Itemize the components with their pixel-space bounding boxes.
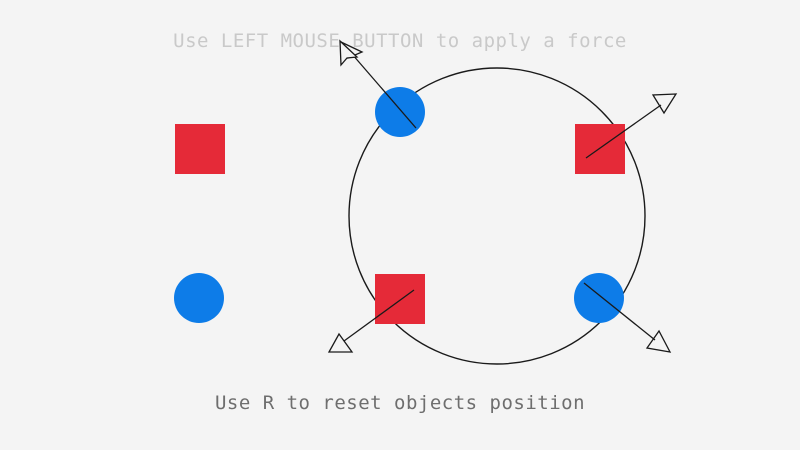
circle-free-left[interactable] xyxy=(174,273,224,323)
force-circle-ring-bottomright xyxy=(583,282,672,353)
hint-reset-objects: Use R to reset objects position xyxy=(214,392,586,414)
square-ring-right[interactable] xyxy=(575,124,625,174)
constraint-circle xyxy=(348,67,646,365)
hint-apply-force: Use LEFT MOUSE BUTTON to apply a force xyxy=(173,30,627,52)
square-ring-bottom[interactable] xyxy=(375,274,425,324)
force-square-ring-right xyxy=(585,93,678,159)
mouse-cursor-icon xyxy=(339,39,359,67)
circle-ring-top[interactable] xyxy=(375,87,425,137)
circle-ring-bottomright[interactable] xyxy=(574,273,624,323)
force-square-ring-bottom xyxy=(327,289,415,353)
square-free-left[interactable] xyxy=(175,124,225,174)
